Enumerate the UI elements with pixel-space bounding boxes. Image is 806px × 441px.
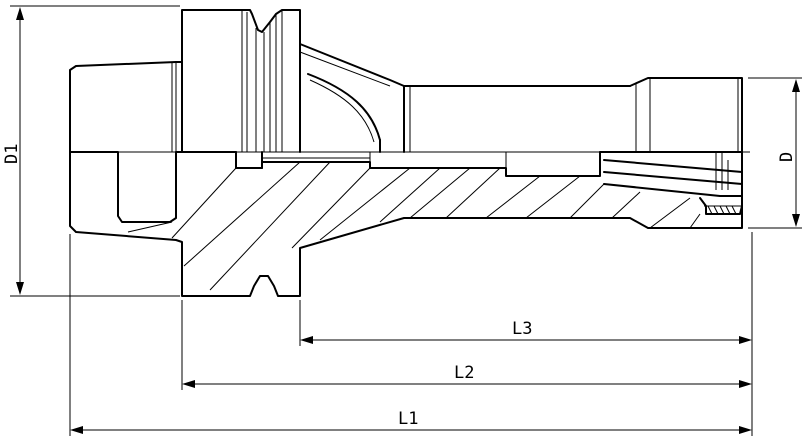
l1-label: L1 (398, 409, 418, 429)
lower-half-section (69, 151, 743, 297)
upper-half-exterior (69, 9, 743, 153)
dimension-l3: L3 (300, 319, 752, 344)
dimension-l1: L1 (70, 409, 752, 434)
l2-label: L2 (454, 363, 474, 383)
l3-label: L3 (512, 319, 532, 339)
dimension-d: D (748, 77, 802, 229)
d1-label: D1 (2, 144, 22, 164)
dimension-d1: D1 (2, 5, 180, 297)
section-hatching (127, 161, 701, 291)
d-label: D (777, 152, 797, 162)
dimension-l2: L2 (182, 363, 752, 388)
